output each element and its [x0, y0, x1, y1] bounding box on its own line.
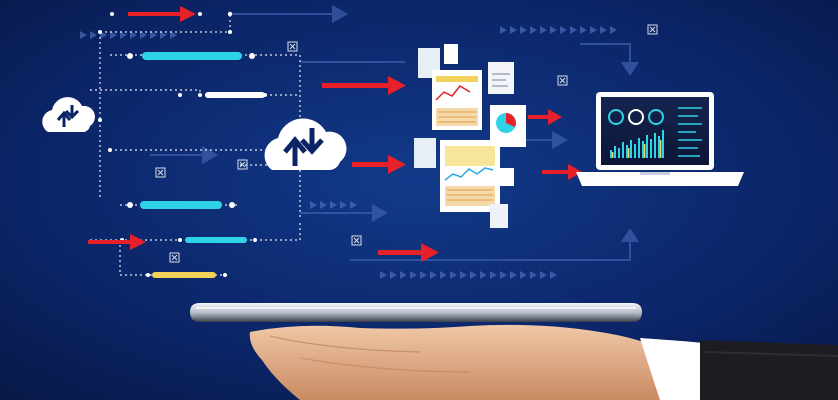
arrow-trails — [80, 26, 617, 279]
cloud-sync-icon — [264, 118, 347, 170]
flow-arrows-faint — [150, 5, 639, 261]
cloud-sync-icon — [42, 97, 95, 132]
progress-bars — [140, 52, 265, 278]
close-marker-icons — [155, 24, 658, 263]
laptop-dashboard-icon — [576, 92, 744, 186]
hand — [249, 324, 838, 400]
red-arrows — [88, 6, 582, 262]
document-chart-icon — [414, 44, 526, 228]
tablet-device[interactable] — [190, 303, 642, 322]
